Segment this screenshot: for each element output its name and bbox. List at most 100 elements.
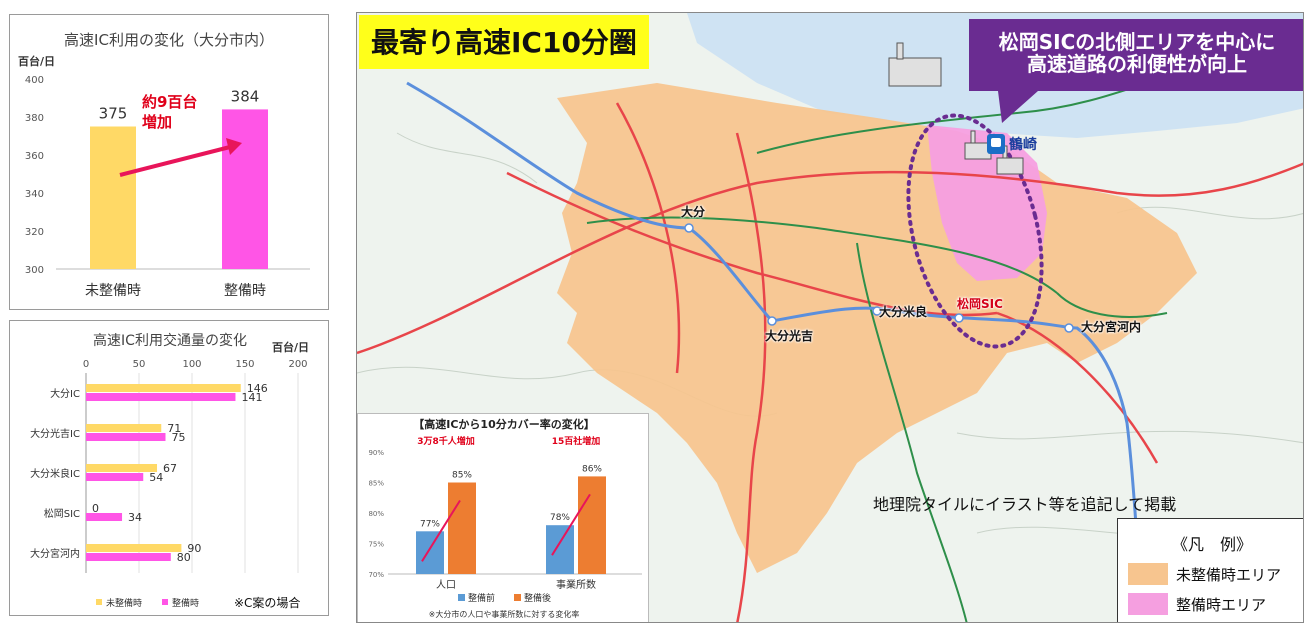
place-mitsuyoshi: 大分光吉: [765, 329, 814, 343]
map-title: 最寄り高速IC10分圏: [359, 15, 649, 69]
increase-arrow-line: [551, 493, 591, 556]
data-label: 0: [92, 502, 99, 515]
y-tick-label: 400: [25, 75, 44, 86]
category-label: 大分IC: [50, 387, 80, 400]
legend-label: 整備前: [468, 592, 495, 604]
x-tick-label: 50: [133, 359, 146, 370]
place-miyakawauchi: 大分宮河内: [1081, 320, 1142, 334]
place-matsuoka: 松岡SIC: [957, 297, 1003, 311]
data-label: 141: [241, 391, 262, 404]
annotation-line-1: 約9百台: [142, 93, 197, 111]
annotation-line-2: 増加: [142, 113, 172, 131]
y-tick-label: 380: [25, 113, 44, 124]
category-label: 整備時: [224, 283, 266, 299]
legend-swatch: [162, 599, 168, 605]
legend-title: 《凡 例》: [1171, 535, 1252, 554]
y-tick-label: 320: [25, 227, 44, 238]
category-label: 大分米良IC: [30, 467, 80, 480]
train-station-icon: [987, 134, 1005, 154]
data-label: 67: [163, 462, 177, 475]
data-label: 375: [99, 105, 128, 123]
category-label: 事業所数: [556, 578, 596, 591]
map-panel: 最寄り高速IC10分圏 松岡SICの北側エリアを中心に 高速道路の利便性が向上 …: [356, 12, 1304, 623]
group-annotation: 3万8千人増加: [417, 435, 475, 447]
data-label: 77%: [420, 519, 440, 529]
x-axis-unit: 百台/日: [272, 340, 309, 354]
chart-title: 高速IC利用交通量の変化: [93, 332, 247, 349]
green-roads: [586, 72, 1178, 622]
expressway: [406, 81, 1144, 622]
chart-footnote: ※大分市の人口や事業所数に対する変化率: [429, 609, 580, 619]
y-tick-label: 90%: [368, 449, 384, 457]
chart-title: 【高速ICから10分カバー率の変化】: [413, 417, 594, 431]
data-label: 75: [172, 431, 186, 444]
callout-box: 松岡SICの北側エリアを中心に 高速道路の利便性が向上: [969, 19, 1303, 91]
bar-before: [90, 126, 136, 269]
x-tick-label: 150: [235, 359, 254, 370]
bar-after: [448, 482, 476, 574]
bar-after: [86, 513, 123, 521]
y-tick-label: 360: [25, 151, 44, 162]
place-mera: 大分米良: [879, 305, 928, 319]
focus-ellipse: [906, 113, 1044, 349]
increase-arrow-head: [226, 138, 242, 155]
station-label: 鶴崎: [1009, 137, 1037, 153]
category-label: 大分光吉IC: [30, 427, 80, 440]
legend-row-after: 整備時エリア: [1128, 593, 1303, 615]
category-label: 人口: [436, 579, 456, 591]
y-tick-label: 75%: [368, 541, 384, 549]
callout-line-2: 高速道路の利便性が向上: [1027, 52, 1247, 76]
category-label: 大分宮河内: [30, 547, 80, 560]
callout-line-1: 松岡SICの北側エリアを中心に: [998, 30, 1276, 54]
y-tick-label: 70%: [368, 571, 384, 579]
data-label: 80: [177, 551, 191, 564]
x-tick-label: 0: [83, 359, 89, 370]
legend-row-before: 未整備時エリア: [1128, 563, 1303, 585]
bar-before: [86, 544, 182, 552]
bar-after: [86, 433, 166, 441]
data-label: 90: [187, 542, 201, 555]
place-oita: 大分: [681, 205, 706, 219]
bar-before: [86, 384, 241, 392]
data-label: 86%: [582, 464, 602, 474]
data-label: 34: [128, 511, 142, 524]
increase-arrow-line: [119, 145, 231, 177]
bar-after: [86, 393, 236, 401]
legend-label: 未整備時: [106, 597, 142, 609]
y-tick-label: 300: [25, 265, 44, 276]
y-tick-label: 80%: [368, 510, 384, 518]
bar-after: [578, 476, 606, 574]
national-roads: [357, 102, 1303, 622]
x-tick-label: 200: [288, 359, 307, 370]
ic-points: [684, 223, 1074, 333]
data-label: 384: [231, 87, 260, 105]
map-legend: 《凡 例》 未整備時エリア 整備時エリア: [1117, 518, 1303, 622]
coverage-chart: 【高速ICから10分カバー率の変化】 70% 75% 80% 85% 90% 3万8千人増加…: [368, 417, 642, 619]
increase-arrow-line: [421, 499, 461, 562]
legend-swatch-before: [1128, 563, 1168, 585]
legend-swatch: [96, 599, 102, 605]
chart-title: 高速IC利用の変化（大分市内）: [64, 31, 274, 49]
bar-before: [86, 464, 158, 472]
data-label: 146: [247, 382, 268, 395]
bar-after: [86, 473, 144, 481]
coverage-chart-panel: 【高速ICから10分カバー率の変化】 70% 75% 80% 85% 90% 3万8千人増加…: [357, 413, 649, 622]
data-label: 78%: [550, 513, 570, 523]
data-label: 71: [167, 422, 181, 435]
bar-before: [546, 525, 574, 574]
y-axis-unit: 百台/日: [18, 54, 55, 68]
ic-usage-chart: 高速IC利用の変化（大分市内）百台/日300320340360380400375…: [18, 31, 310, 299]
y-tick-label: 85%: [368, 480, 384, 488]
data-label: 54: [149, 471, 163, 484]
bar-before: [86, 424, 162, 432]
bar-after: [86, 553, 171, 561]
scenario-note: ※C案の場合: [234, 595, 300, 610]
callout-pointer: [997, 83, 1047, 123]
data-label: 85%: [452, 471, 472, 481]
group-annotation: 15百社増加: [552, 435, 601, 447]
x-tick-label: 100: [182, 359, 201, 370]
legend-label-before: 未整備時エリア: [1176, 565, 1282, 584]
